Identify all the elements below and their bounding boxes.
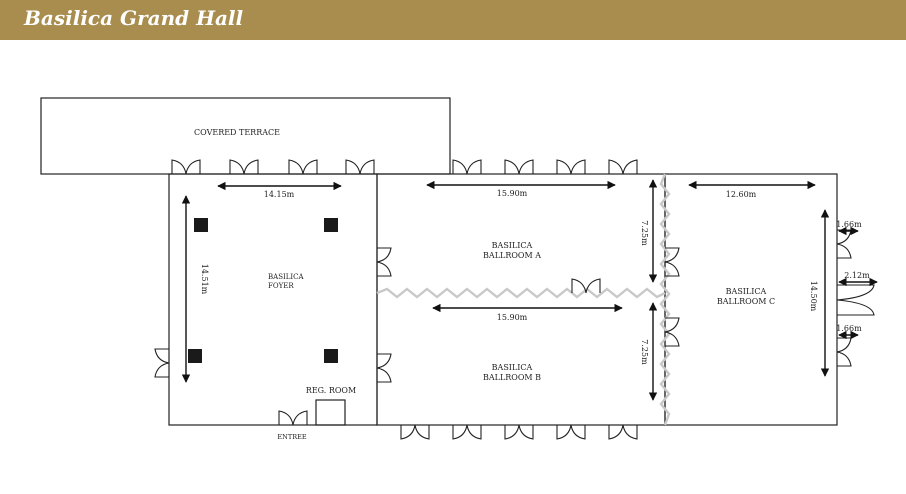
ballroom-a-label-line2: BALLROOM A xyxy=(483,251,541,260)
foyer-label-line1: BASILICA xyxy=(268,273,305,281)
door-icon xyxy=(836,337,852,367)
ballroom-c-label-line2: BALLROOM C xyxy=(717,297,775,306)
pillar xyxy=(324,218,338,232)
ballroom-a-label-line1: BASILICA xyxy=(492,241,533,250)
pillar xyxy=(324,349,338,363)
pillar xyxy=(188,349,202,363)
door-icon xyxy=(171,159,201,175)
door-icon xyxy=(229,159,259,175)
door-icon xyxy=(452,424,482,440)
partition-abc xyxy=(659,173,671,426)
reg-room-outline xyxy=(315,399,346,426)
door-icon xyxy=(556,159,586,175)
reg-room-label: REG. ROOM xyxy=(306,386,356,395)
dimension-label: 15.90m xyxy=(497,189,528,198)
dimension-label: 7.25m xyxy=(640,220,649,246)
dimension-label: 12.60m xyxy=(726,190,757,199)
dimension-label: 14.15m xyxy=(264,190,295,199)
door-icon xyxy=(836,284,875,316)
ballroom-ab-outline xyxy=(376,173,666,426)
door-icon xyxy=(608,159,638,175)
door-icon xyxy=(288,159,318,175)
door-icon xyxy=(504,159,534,175)
door-icon xyxy=(571,278,601,294)
dimension-label: 1.66m xyxy=(836,220,862,229)
door-icon xyxy=(608,424,638,440)
dimension-label: 7.25m xyxy=(640,339,649,365)
door-icon xyxy=(154,348,170,378)
pillar xyxy=(194,218,208,232)
door-icon xyxy=(556,424,586,440)
door-icon xyxy=(278,410,308,426)
door-icon xyxy=(400,424,430,440)
dimension-label: 1.66m xyxy=(836,324,862,333)
door-icon xyxy=(504,424,534,440)
door-icon xyxy=(664,317,680,347)
ballroom-c-label-line1: BASILICA xyxy=(726,287,767,296)
ballroom-b-label-line2: BALLROOM B xyxy=(483,373,541,382)
dimension-label: 15.90m xyxy=(497,313,528,322)
dimension-label: 2.12m xyxy=(844,271,870,280)
dimension-label: 14.50m xyxy=(809,281,818,312)
header-bar: Basilica Grand Hall xyxy=(0,0,906,40)
door-icon xyxy=(345,159,375,175)
door-icon xyxy=(836,229,852,259)
ballroom-b-label-line1: BASILICA xyxy=(492,363,533,372)
door-icon xyxy=(664,247,680,277)
partition-ab xyxy=(376,287,666,299)
foyer-label-line2: FOYER xyxy=(268,282,294,290)
covered-terrace-label: COVERED TERRACE xyxy=(194,128,280,137)
dimension-label: 14.51m xyxy=(200,264,209,295)
door-icon xyxy=(452,159,482,175)
door-icon xyxy=(376,247,392,277)
page-title: Basilica Grand Hall xyxy=(24,6,244,30)
entree-label: ENTREE xyxy=(277,433,306,441)
door-icon xyxy=(376,353,392,383)
